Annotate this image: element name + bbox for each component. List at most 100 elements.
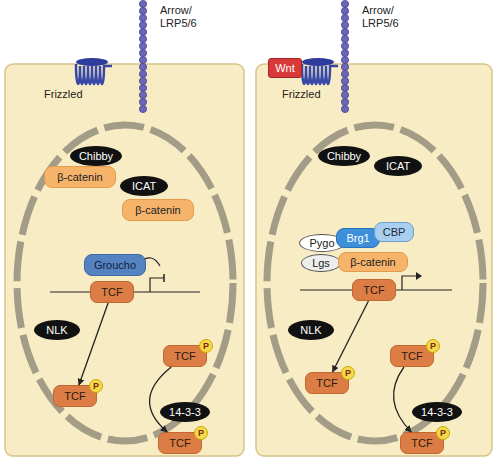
node-text: TCF xyxy=(363,284,384,296)
coreceptor-bead xyxy=(139,49,146,56)
frizzled-receptor xyxy=(302,58,338,84)
transcription-factor: TCFP xyxy=(400,432,444,454)
translocation-arrow xyxy=(394,367,412,432)
cell-body xyxy=(5,64,244,456)
protein-oval: NLK xyxy=(288,320,334,340)
coreceptor-bead xyxy=(139,84,146,91)
node-text: NLK xyxy=(300,324,321,336)
node-text: Groucho xyxy=(94,259,136,271)
transcription-factor: TCFP xyxy=(305,372,349,394)
node-text: Chibby xyxy=(79,150,113,162)
protein-box: β-catenin xyxy=(338,252,408,272)
translocation-arrow xyxy=(79,303,108,385)
coreceptor-bead xyxy=(341,35,348,42)
coreceptor-bead xyxy=(341,56,348,63)
protein-oval: 14-3-3 xyxy=(160,402,210,422)
node-text: ICAT xyxy=(132,180,156,192)
node-text: P xyxy=(198,428,204,438)
node-text: P xyxy=(345,368,351,378)
coreceptor-bead xyxy=(341,7,348,14)
node-text: Chibby xyxy=(327,150,361,162)
coreceptor-bead xyxy=(139,7,146,14)
translocation-arrow xyxy=(150,367,172,432)
coreceptor-bead xyxy=(341,105,348,112)
phosphate-circle: P xyxy=(341,366,355,380)
nuclear-envelope xyxy=(17,125,233,441)
node-text: TCF xyxy=(174,350,195,362)
phosphate-circle: P xyxy=(89,379,103,393)
node-text: P xyxy=(440,428,446,438)
phosphate-circle: P xyxy=(194,426,208,440)
coreceptor-bead xyxy=(341,28,348,35)
receptor-label: Arrow/ LRP5/6 xyxy=(362,4,408,30)
transcription-factor: TCFP xyxy=(53,385,97,407)
coreceptor-bead xyxy=(139,42,146,49)
frizzled-receptor xyxy=(76,58,112,84)
phosphate-circle: P xyxy=(426,339,440,353)
protein-oval: ICAT xyxy=(374,156,422,176)
coreceptor-bead xyxy=(139,105,146,112)
node-text: P xyxy=(203,341,209,351)
coreceptor-bead xyxy=(341,0,348,7)
coreceptor-bead xyxy=(341,98,348,105)
receptor-name: Frizzled xyxy=(44,88,104,101)
coreceptor-bead xyxy=(139,28,146,35)
transcription-factor: TCFP xyxy=(163,345,207,367)
node-text: TCF xyxy=(411,437,432,449)
node-text: TCF xyxy=(316,377,337,389)
node-text: Brg1 xyxy=(346,232,369,244)
coreceptor-bead xyxy=(139,56,146,63)
transcription-factor: TCF xyxy=(90,281,134,303)
protein-oval: Chibby xyxy=(70,146,122,166)
node-text: Lgs xyxy=(312,257,330,269)
transcription-factor: TCFP xyxy=(390,345,434,367)
receptor-helix xyxy=(302,64,338,84)
transcription-factor: TCFP xyxy=(158,432,202,454)
coreceptor-bead xyxy=(341,91,348,98)
node-text: CBP xyxy=(383,226,406,238)
receptor-label: Arrow/ LRP5/6 xyxy=(160,4,206,30)
node-text: P xyxy=(93,381,99,391)
phosphate-circle: P xyxy=(199,339,213,353)
node-text: ICAT xyxy=(386,160,410,172)
protein-oval: Lgs xyxy=(301,254,341,272)
coreceptor-bead xyxy=(139,14,146,21)
coreceptor-bead xyxy=(341,84,348,91)
node-text: 14-3-3 xyxy=(169,406,201,418)
coreceptor-bead xyxy=(341,70,348,77)
promoter-arrow xyxy=(150,278,164,292)
protein-oval: 14-3-3 xyxy=(412,402,462,422)
nuclear-envelope xyxy=(267,125,483,441)
node-text: TCF xyxy=(101,286,122,298)
node-text: Wnt xyxy=(275,62,295,74)
coreceptor-bead xyxy=(139,70,146,77)
coreceptor-bead xyxy=(139,63,146,70)
coreceptor-bead xyxy=(139,91,146,98)
coreceptor-bead xyxy=(139,35,146,42)
lrp-coreceptor xyxy=(139,0,348,112)
translocation-arrow xyxy=(333,301,369,372)
coreceptor-bead xyxy=(341,14,348,21)
node-text: NLK xyxy=(46,324,67,336)
repression-bar xyxy=(163,274,165,282)
receptor-helix xyxy=(76,64,112,84)
promoter-arrowhead xyxy=(416,272,422,280)
phosphate-circle: P xyxy=(436,426,450,440)
node-text: TCF xyxy=(64,390,85,402)
protein-oval: NLK xyxy=(34,320,80,340)
coreceptor-bead xyxy=(139,0,146,7)
coreceptor-bead xyxy=(139,21,146,28)
node-text: TCF xyxy=(169,437,190,449)
protein-box: β-catenin xyxy=(44,166,116,188)
coreceptor-bead xyxy=(139,77,146,84)
protein-oval: Chibby xyxy=(318,146,370,166)
coreceptor-bead xyxy=(341,49,348,56)
coreceptor-bead xyxy=(341,21,348,28)
receptor-name: Frizzled xyxy=(282,88,342,101)
transcription-factor: TCF xyxy=(352,279,396,301)
protein-box: β-catenin xyxy=(122,199,194,221)
node-text: β-catenin xyxy=(350,256,395,268)
protein-box: Groucho xyxy=(84,254,146,276)
